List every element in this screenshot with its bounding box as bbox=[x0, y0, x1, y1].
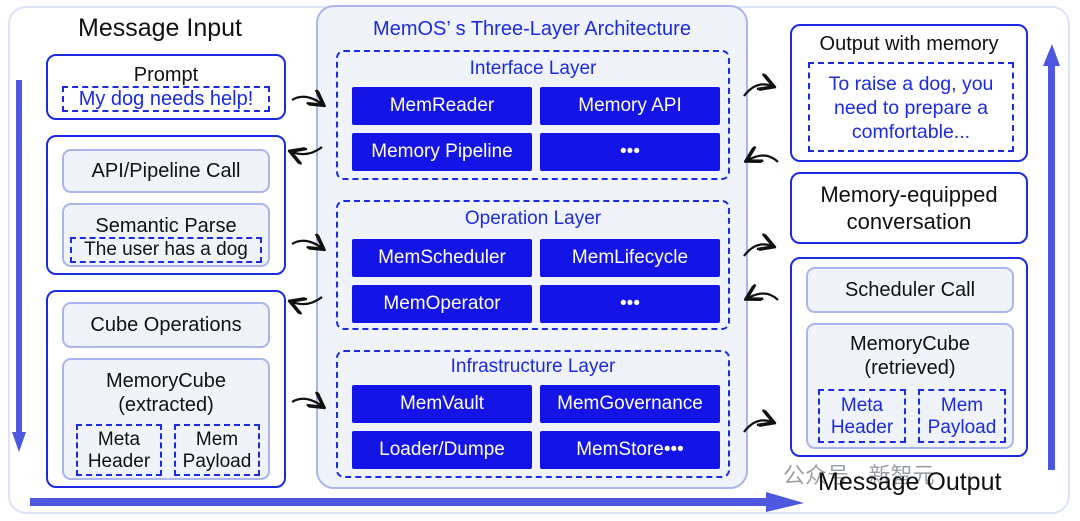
module-memory-api: Memory API bbox=[540, 87, 720, 125]
meta-header-box: Meta Header bbox=[818, 389, 906, 443]
memorycube-retrieved: MemoryCube (retrieved) Meta Header Mem P… bbox=[806, 323, 1014, 449]
arrow-to-left bbox=[292, 146, 323, 154]
module-memreader: MemReader bbox=[352, 87, 532, 125]
infrastructure-layer: Infrastructure Layer MemVault MemGoverna… bbox=[336, 350, 730, 478]
architecture-title: MemOS’ s Three-Layer Architecture bbox=[373, 18, 691, 40]
cube-operations: Cube Operations bbox=[62, 302, 270, 348]
module-more: ••• bbox=[540, 285, 720, 323]
arrow-to-right bbox=[743, 84, 772, 97]
left-flow-arrow bbox=[12, 80, 26, 452]
arrow-to-right bbox=[743, 244, 772, 257]
scheduler-group: Scheduler Call MemoryCube (retrieved) Me… bbox=[790, 257, 1028, 457]
memory-conversation: Memory-equipped conversation bbox=[790, 172, 1028, 244]
memorycube-title: MemoryCube bbox=[849, 333, 971, 355]
arrow-to-center bbox=[291, 241, 322, 248]
module-memscheduler: MemScheduler bbox=[352, 239, 532, 277]
prompt-label: Prompt bbox=[133, 64, 199, 86]
prompt-text: My dog needs help! bbox=[62, 86, 270, 112]
module-memstore: MemStore••• bbox=[540, 431, 720, 469]
semantic-parse-text: The user has a dog bbox=[70, 237, 262, 263]
arrow-to-right bbox=[743, 420, 772, 433]
arrow-to-left bbox=[292, 296, 323, 304]
semantic-parse-box: Semantic Parse The user has a dog bbox=[62, 203, 270, 267]
message-output-title: Message Output bbox=[818, 468, 1002, 496]
arrow-to-center bbox=[291, 97, 322, 104]
memorycube-title: MemoryCube bbox=[105, 370, 227, 392]
cube-group: Cube Operations MemoryCube (extracted) M… bbox=[46, 290, 286, 488]
watermark: 公众号 · 新智元 bbox=[783, 463, 935, 488]
arrow-to-center bbox=[748, 293, 779, 300]
mem-payload-box: Mem Payload bbox=[918, 389, 1006, 443]
mem-payload-box: Mem Payload bbox=[174, 424, 260, 476]
meta-header-box: Meta Header bbox=[76, 424, 162, 476]
parse-group: API/Pipeline Call Semantic Parse The use… bbox=[46, 135, 286, 275]
module-more: ••• bbox=[540, 133, 720, 171]
interface-layer: Interface Layer MemReader Memory API Mem… bbox=[336, 50, 730, 180]
arrow-to-center bbox=[291, 399, 322, 406]
output-label: Output with memory bbox=[819, 33, 999, 55]
memorycube-subtitle: (extracted) bbox=[118, 394, 214, 416]
module-memlifecycle: MemLifecycle bbox=[540, 239, 720, 277]
module-memvault: MemVault bbox=[352, 385, 532, 423]
interface-layer-title: Interface Layer bbox=[469, 58, 597, 79]
module-memory-pipeline: Memory Pipeline bbox=[352, 133, 532, 171]
module-memgovernance: MemGovernance bbox=[540, 385, 720, 423]
memorycube-subtitle: (retrieved) bbox=[864, 357, 956, 379]
right-flow-arrow bbox=[1043, 44, 1060, 470]
message-input-title: Message Input bbox=[78, 14, 242, 42]
prompt-box: Prompt My dog needs help! bbox=[46, 54, 286, 120]
infrastructure-layer-title: Infrastructure Layer bbox=[450, 356, 616, 377]
output-text: To raise a dog, you need to prepare a co… bbox=[808, 62, 1014, 152]
module-memoperator: MemOperator bbox=[352, 285, 532, 323]
output-box: Output with memory To raise a dog, you n… bbox=[790, 24, 1028, 162]
operation-layer-title: Operation Layer bbox=[464, 208, 602, 229]
operation-layer: Operation Layer MemScheduler MemLifecycl… bbox=[336, 200, 730, 330]
api-pipeline-call: API/Pipeline Call bbox=[62, 149, 270, 193]
memorycube-extracted: MemoryCube (extracted) Meta Header Mem P… bbox=[62, 358, 270, 480]
scheduler-call: Scheduler Call bbox=[806, 267, 1014, 313]
semantic-parse-label: Semantic Parse bbox=[95, 215, 237, 237]
module-loader-dumper: Loader/Dumpe bbox=[352, 431, 532, 469]
arrow-to-center bbox=[748, 155, 779, 162]
bottom-flow-arrow bbox=[30, 492, 804, 512]
